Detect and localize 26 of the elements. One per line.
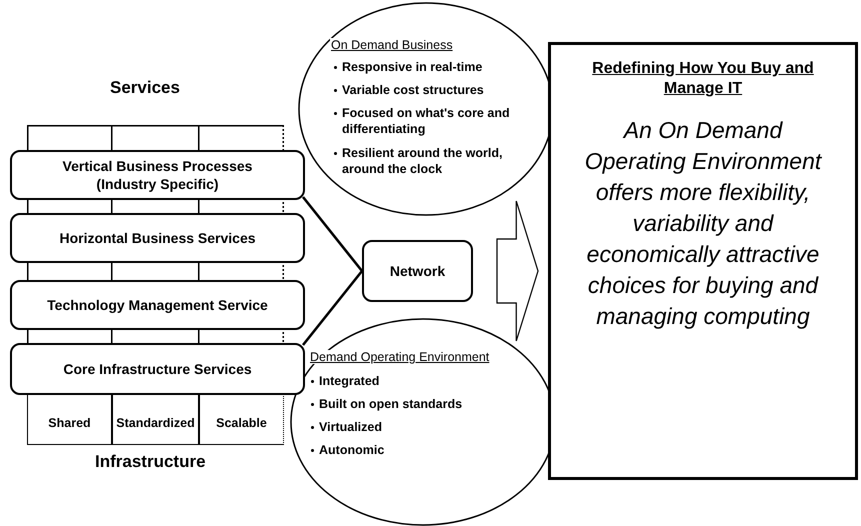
service-layer-bar: Horizontal Business Services (10, 213, 305, 263)
summary-panel (548, 42, 858, 480)
block-arrow (496, 200, 539, 342)
service-layer-bar: Vertical Business Processes (Industry Specific) (10, 150, 305, 200)
ellipse-heading: On Demand Business (330, 38, 454, 52)
bullet-item: Integrated (310, 373, 539, 389)
bullet-item: Autonomic (310, 442, 539, 458)
panel-body: An On Demand Operating Environment offers more flexibility, variability and economically attractive choices for buying and managing computing (584, 116, 823, 331)
infrastructure-column: Scalable (199, 393, 284, 445)
section-label: Infrastructure (95, 452, 206, 472)
infrastructure-column: Standardized (112, 393, 199, 445)
bullet-item: Virtualized (310, 419, 539, 435)
network-box: Network (362, 240, 473, 302)
bullet-item: Variable cost structures (333, 82, 532, 98)
connector-line (302, 270, 364, 346)
section-label: Services (110, 78, 180, 98)
panel-heading: Redefining How You Buy and Manage IT (591, 59, 815, 99)
bullet-item: Built on open standards (310, 396, 539, 412)
service-layer-bar: Technology Management Service (10, 280, 305, 330)
bullet-item: Responsive in real-time (333, 59, 532, 75)
ellipse-heading: Demand Operating Environment (309, 350, 490, 364)
bullet-item: Focused on what's core and differentiating (333, 105, 532, 137)
connector-line (302, 196, 364, 272)
bullet-item: Resilient around the world, around the clock (333, 145, 532, 177)
service-layer-bar: Core Infrastructure Services (10, 343, 305, 395)
infrastructure-column: Shared (27, 393, 112, 445)
